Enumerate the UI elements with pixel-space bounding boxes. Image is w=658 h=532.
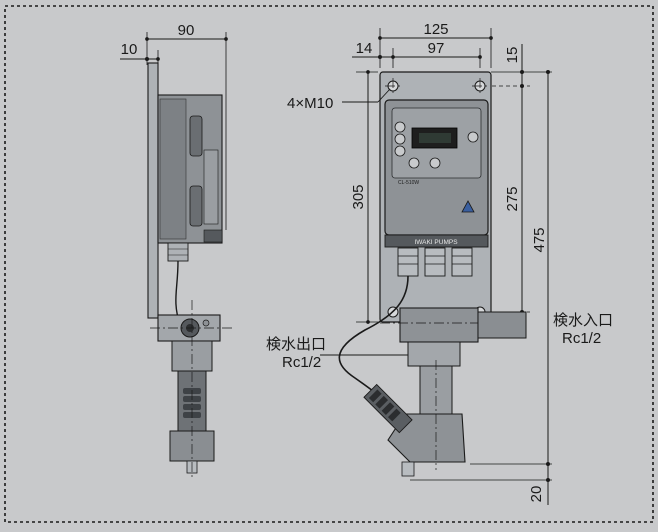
front-dimension-475: 475: [470, 70, 552, 466]
side-view: 90 10: [120, 22, 235, 480]
dim-label-90: 90: [178, 22, 195, 39]
mounting-holes-callout: 4×M10: [287, 88, 391, 112]
dim-label-15: 15: [504, 47, 521, 64]
front-view: 125 97 14 15 275: [338, 21, 552, 505]
dim-label-305: 305: [350, 184, 367, 209]
front-dimension-20: 20: [410, 464, 552, 505]
inlet-fitting: [477, 311, 527, 339]
side-mounting-plate: [147, 62, 159, 319]
inlet-callout: 検水入口 Rc1/2: [553, 312, 613, 347]
dim-label-97: 97: [428, 40, 445, 57]
dim-label-10: 10: [121, 41, 138, 58]
brand-logo: [461, 200, 475, 213]
outlet-callout: 検水出口 Rc1/2: [266, 336, 408, 371]
front-brand-strip: [384, 234, 489, 248]
outlet-name-label: 検水出口: [266, 336, 326, 353]
controller-model-label: CL-510W: [398, 180, 419, 186]
inlet-name-label: 検水入口: [553, 312, 613, 329]
front-dimension-14: 14: [352, 40, 393, 59]
front-dimension-275: 275: [485, 86, 530, 314]
front-dimension-15: 15: [485, 44, 552, 88]
front-electrode: [363, 383, 413, 434]
dim-label-20: 20: [528, 486, 545, 503]
front-dimension-97: 97: [391, 40, 482, 68]
side-dimension-90: 90: [145, 22, 228, 230]
dim-label-14: 14: [356, 40, 373, 57]
side-cable-gland: [167, 242, 189, 262]
controller-buttons: [394, 121, 479, 169]
dim-label-475: 475: [531, 227, 548, 252]
front-dimension-125: 125: [378, 21, 493, 68]
front-drain: [401, 461, 415, 477]
front-flow-block: [399, 307, 479, 343]
dim-label-275: 275: [504, 186, 521, 211]
side-dimension-10: 10: [120, 41, 160, 65]
outlet-block: [407, 341, 461, 367]
front-cable-glands: [397, 247, 473, 277]
front-sensor-cable: [338, 275, 409, 396]
mounting-holes-label: 4×M10: [287, 95, 333, 112]
dim-label-125: 125: [423, 21, 448, 38]
front-sensor-holder: [387, 413, 466, 463]
dashed-frame: [4, 5, 654, 523]
front-dimension-305: 305: [350, 70, 378, 324]
brand-label: IWAKI PUMPS: [414, 239, 458, 246]
inlet-thread-label: Rc1/2: [562, 330, 601, 347]
outlet-thread-label: Rc1/2: [282, 354, 321, 371]
